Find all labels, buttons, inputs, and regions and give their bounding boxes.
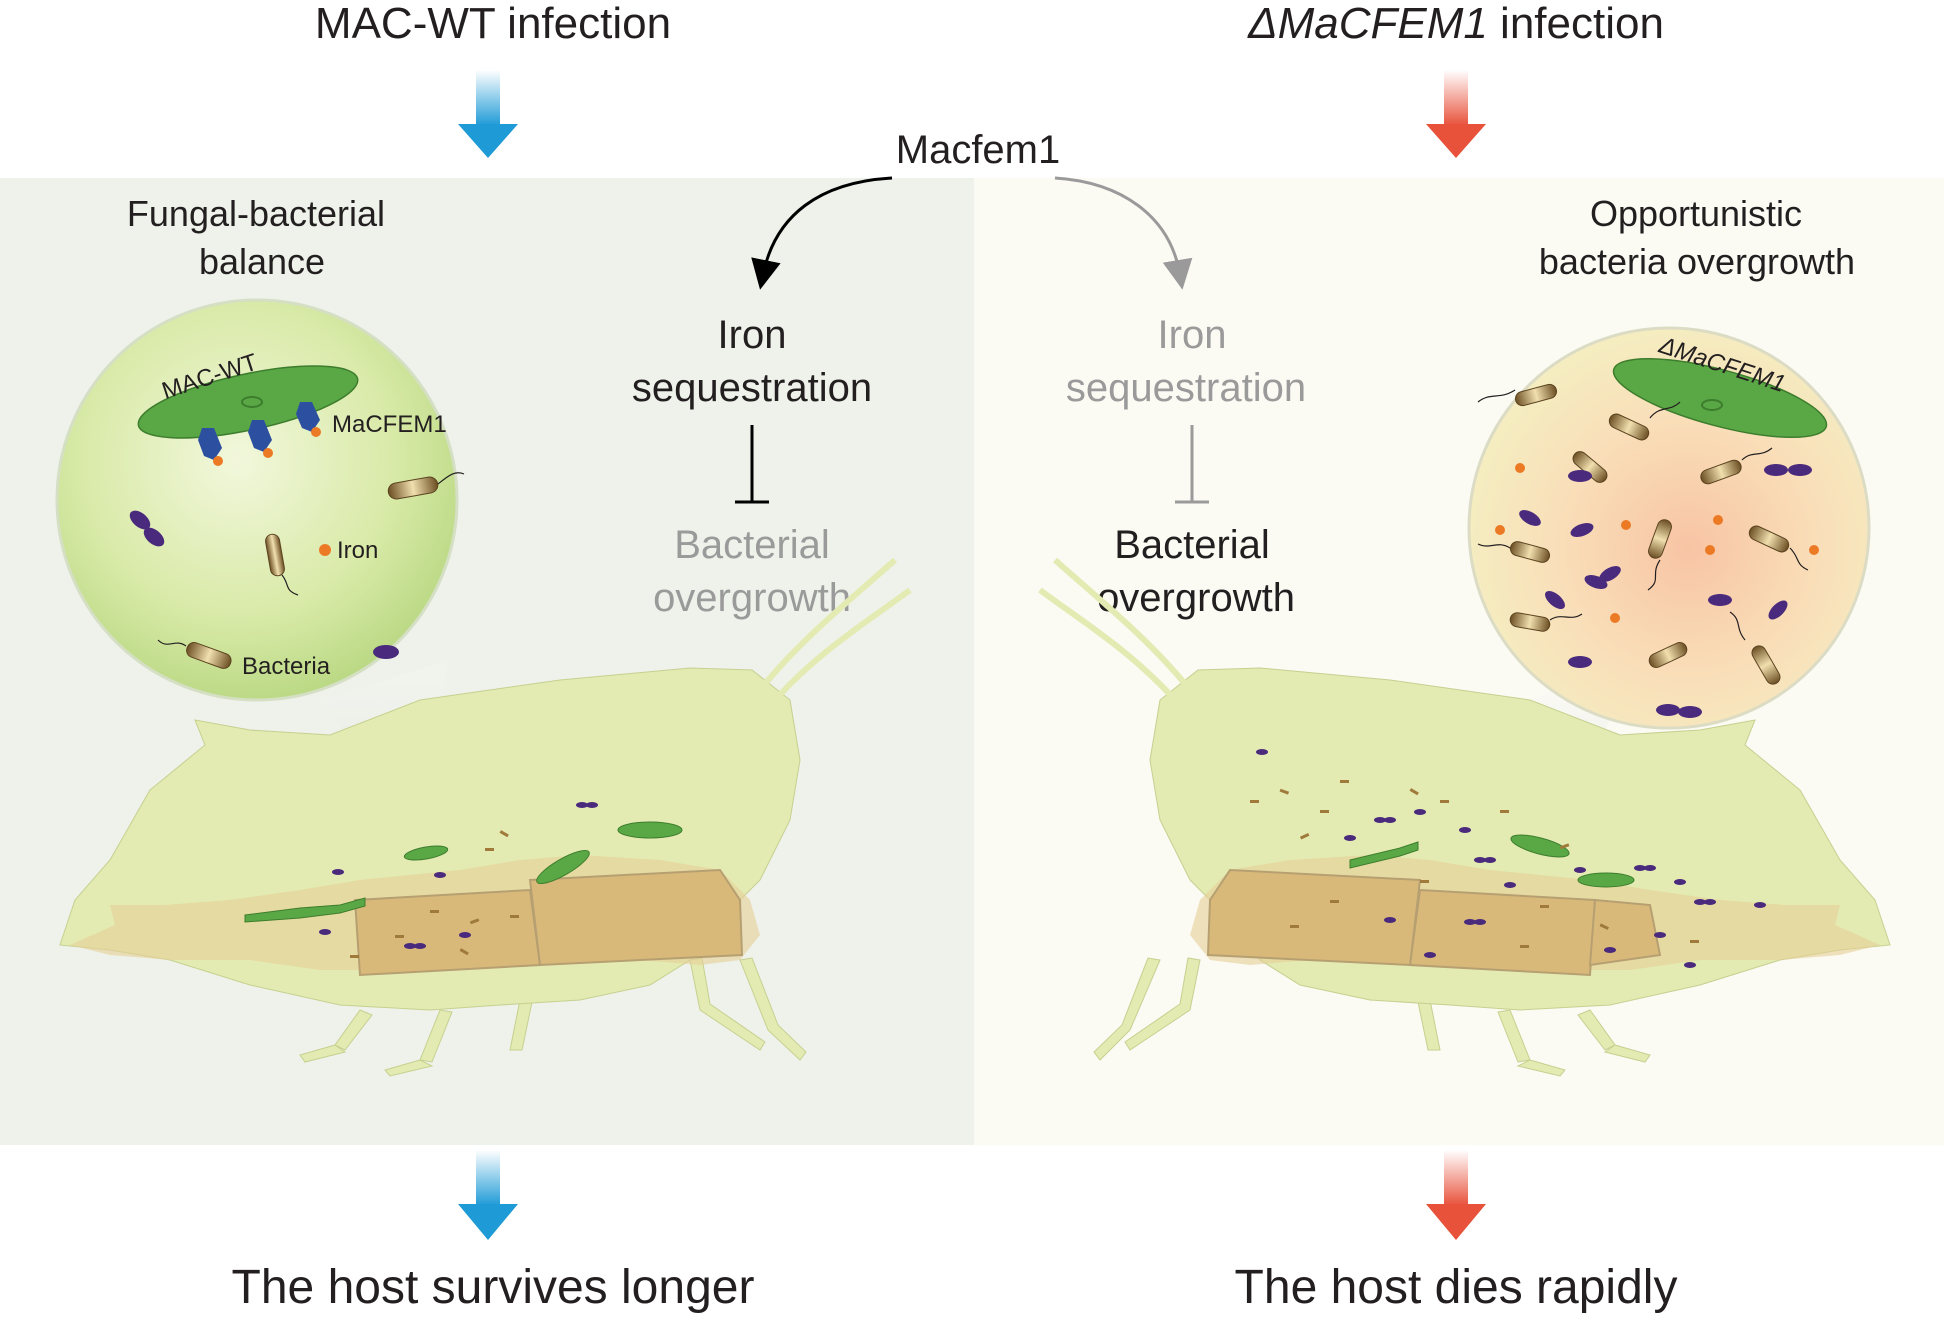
left-iron-seq-line1: Iron: [718, 313, 787, 357]
macfem1-protein-icon: [198, 402, 321, 466]
circle-bacteria-label: Bacteria: [242, 653, 331, 680]
right-overgrowth-line1: Bacterial: [1114, 523, 1270, 567]
left-overgrowth-line2: overgrowth: [653, 576, 851, 620]
right-overgrowth-line2: overgrowth: [1097, 576, 1295, 620]
gene-label: Macfem1: [896, 128, 1061, 172]
top-red-arrow: [1426, 70, 1486, 158]
iron-dots: [1495, 463, 1819, 623]
left-grasshopper: [59, 557, 912, 1077]
bottom-blue-arrow: [458, 1150, 518, 1240]
bottom-red-arrow: [1426, 1150, 1486, 1240]
left-balance-line2: balance: [199, 241, 325, 282]
right-title: ΔMaCFEM1 infection: [1247, 0, 1664, 48]
right-grasshopper: [1038, 557, 1891, 1077]
rod-bacteria-cluster: [1477, 383, 1809, 685]
circle-iron-label: Iron: [337, 537, 378, 564]
right-iron-seq-line1: Iron: [1158, 313, 1227, 357]
right-inhibition-symbol: [1175, 425, 1209, 504]
gene-to-iron-arrow-right: [1054, 176, 1193, 290]
right-title-line2: bacteria overgrowth: [1539, 241, 1855, 282]
left-balance-line1: Fungal-bacterial: [127, 193, 385, 234]
gene-to-iron-arrow-left: [751, 176, 893, 290]
left-iron-seq-line2: sequestration: [632, 366, 872, 410]
right-iron-seq-line2: sequestration: [1066, 366, 1306, 410]
top-blue-arrow: [458, 70, 518, 158]
left-title: MAC-WT infection: [315, 0, 671, 48]
circle-protein-label: MaCFEM1: [332, 411, 447, 438]
right-title-symbol: ΔMaCFEM1: [1247, 0, 1488, 48]
right-title-line1: Opportunistic: [1590, 193, 1802, 234]
right-outcome: The host dies rapidly: [1235, 1261, 1678, 1314]
left-overgrowth-line1: Bacterial: [674, 523, 830, 567]
coccus-bacteria-icon: [129, 510, 399, 659]
left-zoom-circle: MAC-WT MaCFEM1 Iron Bacteria: [55, 298, 465, 702]
left-inhibition-symbol: [735, 425, 769, 504]
coccus-bacteria-cluster: [1519, 464, 1812, 718]
iron-dot-icon: [319, 544, 331, 556]
right-zoom-circle: ΔMaCFEM1: [1467, 326, 1871, 730]
left-outcome: The host survives longer: [232, 1261, 755, 1314]
right-title-suffix: infection: [1488, 0, 1664, 48]
rod-bacteria-icon: [157, 472, 465, 669]
